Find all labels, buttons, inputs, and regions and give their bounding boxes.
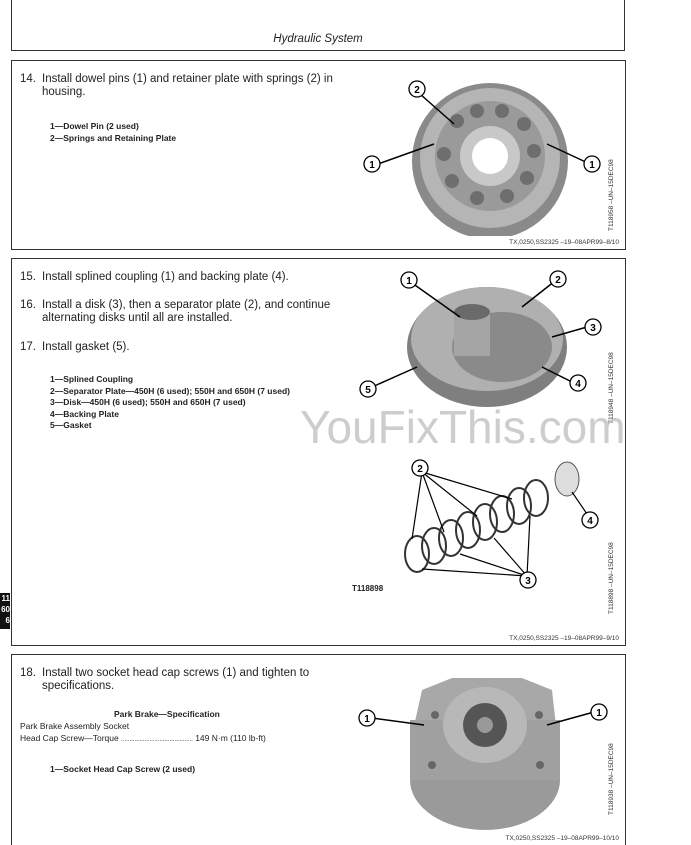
step-17: 17. Install gasket (5). <box>20 341 340 354</box>
figure-housing-springs: 1 1 2 <box>363 80 601 236</box>
section-step-14: 14. Install dowel pins (1) and retainer … <box>11 60 626 250</box>
tab-line: 6 <box>5 616 10 625</box>
page-title: Hydraulic System <box>273 33 363 45</box>
callout-1: 1 <box>364 714 370 725</box>
callout-1: 1 <box>596 708 602 719</box>
legend: 1—Socket Head Cap Screw (2 used) <box>50 764 195 776</box>
section-tab: 11 60 6 <box>0 593 10 629</box>
step-number: 18. <box>20 667 36 679</box>
callout-2: 2 <box>555 275 561 286</box>
spec-value: 149 N·m (110 lb-ft) <box>195 733 266 743</box>
callout-2: 2 <box>414 85 420 96</box>
legend-item: 1—Dowel Pin (2 used) <box>50 121 139 131</box>
section-steps-15-17: 15. Install splined coupling (1) and bac… <box>11 258 626 646</box>
legend-item: 4—Backing Plate <box>50 408 119 419</box>
step-text: Install gasket (5). <box>42 341 130 353</box>
leader-dots: ........................................… <box>121 737 193 743</box>
tab-line: 60 <box>1 605 10 614</box>
step-text: Install a disk (3), then a separator pla… <box>42 299 331 324</box>
callout-1: 1 <box>406 276 412 287</box>
section-step-18: 18. Install two socket head cap screws (… <box>11 654 626 845</box>
callout-3: 3 <box>590 323 596 334</box>
watermark: YouFixThis.com <box>300 401 626 453</box>
page-border-left <box>11 0 12 51</box>
callout-1: 1 <box>589 160 595 171</box>
legend-item: 3—Disk—450H (6 used); 550H and 650H (7 u… <box>50 397 246 407</box>
page-border-right <box>624 0 625 51</box>
callout-2: 2 <box>417 464 423 475</box>
legend: 1—Dowel Pin (2 used) 2—Springs and Retai… <box>50 121 176 144</box>
reference-code: TX,0250,SS2325 –19–08APR99–8/10 <box>509 239 619 246</box>
step-14: 14. Install dowel pins (1) and retainer … <box>20 73 340 99</box>
callout-1: 1 <box>369 160 375 171</box>
spec-title: Park Brake—Specification <box>114 709 220 719</box>
figure-id: T118958 –UN–15DEC98 <box>608 159 615 231</box>
step-18: 18. Install two socket head cap screws (… <box>20 667 340 693</box>
figure-coupling-assembly: 1 2 3 4 5 <box>359 270 602 407</box>
figure-id: T118898 –UN–15DEC98 <box>608 542 615 614</box>
step-15: 15. Install splined coupling (1) and bac… <box>20 271 340 284</box>
callout-4: 4 <box>575 379 581 390</box>
reference-code: TX,0250,SS2325 –19–08APR99–10/10 <box>505 835 619 842</box>
legend-item: 2—Separator Plate—450H (6 used); 550H an… <box>50 385 290 396</box>
legend-item: 2—Springs and Retaining Plate <box>50 132 177 143</box>
header-rule <box>11 50 625 51</box>
figure-tag: T118898 <box>352 584 384 593</box>
step-number: 16. <box>20 299 36 311</box>
figure-disk-stack: 2 3 4 <box>404 459 599 589</box>
step-16: 16. Install a disk (3), then a separator… <box>20 299 340 325</box>
reference-code: TX,0250,SS2325 –19–08APR99–9/10 <box>509 635 619 642</box>
figure-id: T118938 –UN–15DEC98 <box>608 743 615 815</box>
spec-row: Head Cap Screw—Torque ..................… <box>20 733 266 743</box>
legend: 1—Splined Coupling 2—Separator Plate—450… <box>50 374 300 432</box>
step-text: Install two socket head cap screws (1) a… <box>42 667 310 692</box>
step-text: Install dowel pins (1) and retainer plat… <box>42 73 333 98</box>
callout-4: 4 <box>587 516 593 527</box>
step-number: 17. <box>20 341 36 353</box>
figure-park-brake: 1 1 <box>358 678 608 830</box>
spec-label: Park Brake Assembly Socket <box>20 721 130 731</box>
legend-item: 5—Gasket <box>50 420 92 430</box>
step-number: 14. <box>20 73 36 85</box>
callout-5: 5 <box>365 385 371 396</box>
step-number: 15. <box>20 271 36 283</box>
step-text: Install splined coupling (1) and backing… <box>42 271 289 283</box>
spec-label: Head Cap Screw—Torque <box>20 733 119 743</box>
legend-item: 1—Socket Head Cap Screw (2 used) <box>50 764 196 774</box>
legend-item: 1—Splined Coupling <box>50 374 134 384</box>
tab-line: 11 <box>1 594 10 603</box>
callout-3: 3 <box>525 576 531 587</box>
